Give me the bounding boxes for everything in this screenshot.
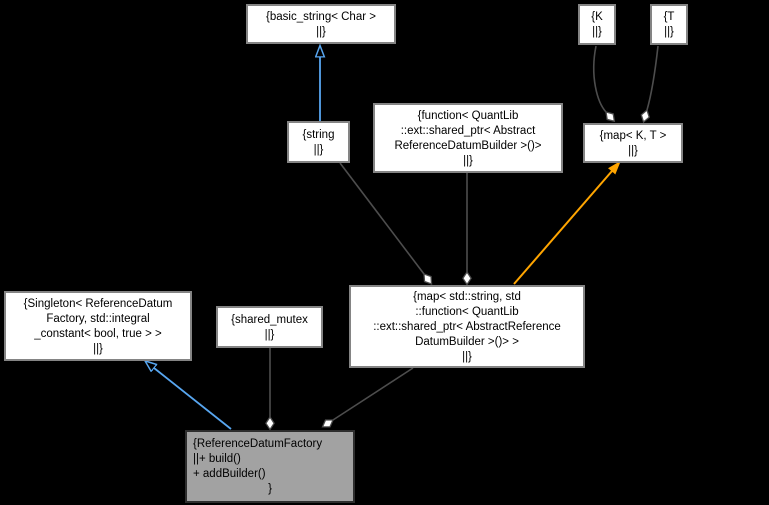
node-label-line: {ReferenceDatumFactory: [193, 438, 323, 450]
node-label-line: ||}: [628, 145, 638, 157]
node-label-line: {string: [302, 129, 335, 141]
node-label-line: ||}: [313, 144, 324, 156]
node-label-line: ||}: [463, 155, 473, 167]
node-label-line: {basic_string< Char >: [266, 11, 376, 23]
node-label-line: + addBuilder(): [193, 468, 266, 480]
edge-map-impl-instantiates-map-kt: [513, 171, 612, 285]
node-label-line: ||}: [316, 26, 326, 38]
node-label-line: ||}: [264, 329, 275, 341]
node-k[interactable]: {K ||}: [578, 4, 616, 45]
node-basic-string[interactable]: {basic_string< Char > ||}: [246, 4, 396, 44]
node-t[interactable]: {T ||}: [650, 4, 688, 45]
node-label-line: ||}: [462, 351, 472, 363]
edge-map-impl-aggregates-string: [339, 162, 424, 274]
node-label-line: Factory, std::integral: [46, 313, 150, 325]
node-function-abstract-builder[interactable]: {function< QuantLib ::ext::shared_ptr< A…: [373, 103, 563, 173]
node-label-line: ::ext::shared_ptr< Abstract: [400, 125, 536, 137]
node-singleton[interactable]: {Singleton< ReferenceDatum Factory, std:…: [4, 291, 192, 361]
edge-map-kt-aggregates-k: [593, 45, 606, 112]
node-shared-mutex[interactable]: {shared_mutex ||}: [216, 306, 323, 348]
node-map-string-function[interactable]: {map< std::string, std ::function< Quant…: [349, 285, 585, 368]
node-label-line: {map< std::string, std: [413, 291, 521, 303]
node-map-k-t[interactable]: {map< K, T > ||}: [583, 123, 683, 163]
node-label-line: {K: [591, 11, 603, 23]
node-label-line: ::ext::shared_ptr< AbstractReference: [373, 321, 561, 333]
node-label-line: {map< K, T >: [599, 130, 667, 142]
edge-factory-inherits-singleton: [154, 368, 232, 430]
node-reference-datum-factory[interactable]: {ReferenceDatumFactory ||+ build() + add…: [185, 430, 355, 503]
node-label-line: ||+ build(): [193, 453, 241, 465]
node-label-line: {T: [663, 11, 675, 23]
node-label-line: ::function< QuantLib: [415, 306, 519, 318]
node-label-line: {Singleton< ReferenceDatum: [23, 298, 173, 310]
node-label-line: ReferenceDatumBuilder >()>: [394, 140, 542, 152]
node-label-line: ||}: [93, 343, 103, 355]
node-string[interactable]: {string ||}: [287, 121, 350, 163]
node-label-line: {function< QuantLib: [417, 110, 519, 122]
node-label-line: {shared_mutex: [231, 314, 308, 326]
node-label-line: ||}: [592, 26, 602, 38]
edge-map-kt-aggregates-t: [647, 45, 659, 110]
node-label-line: DatumBuilder >()> >: [415, 336, 519, 348]
node-label-line: ||}: [664, 26, 674, 38]
edge-factory-aggregates-map-impl: [333, 367, 414, 420]
node-label-line: }: [268, 483, 272, 495]
node-label-line: _constant< bool, true > >: [34, 328, 162, 340]
